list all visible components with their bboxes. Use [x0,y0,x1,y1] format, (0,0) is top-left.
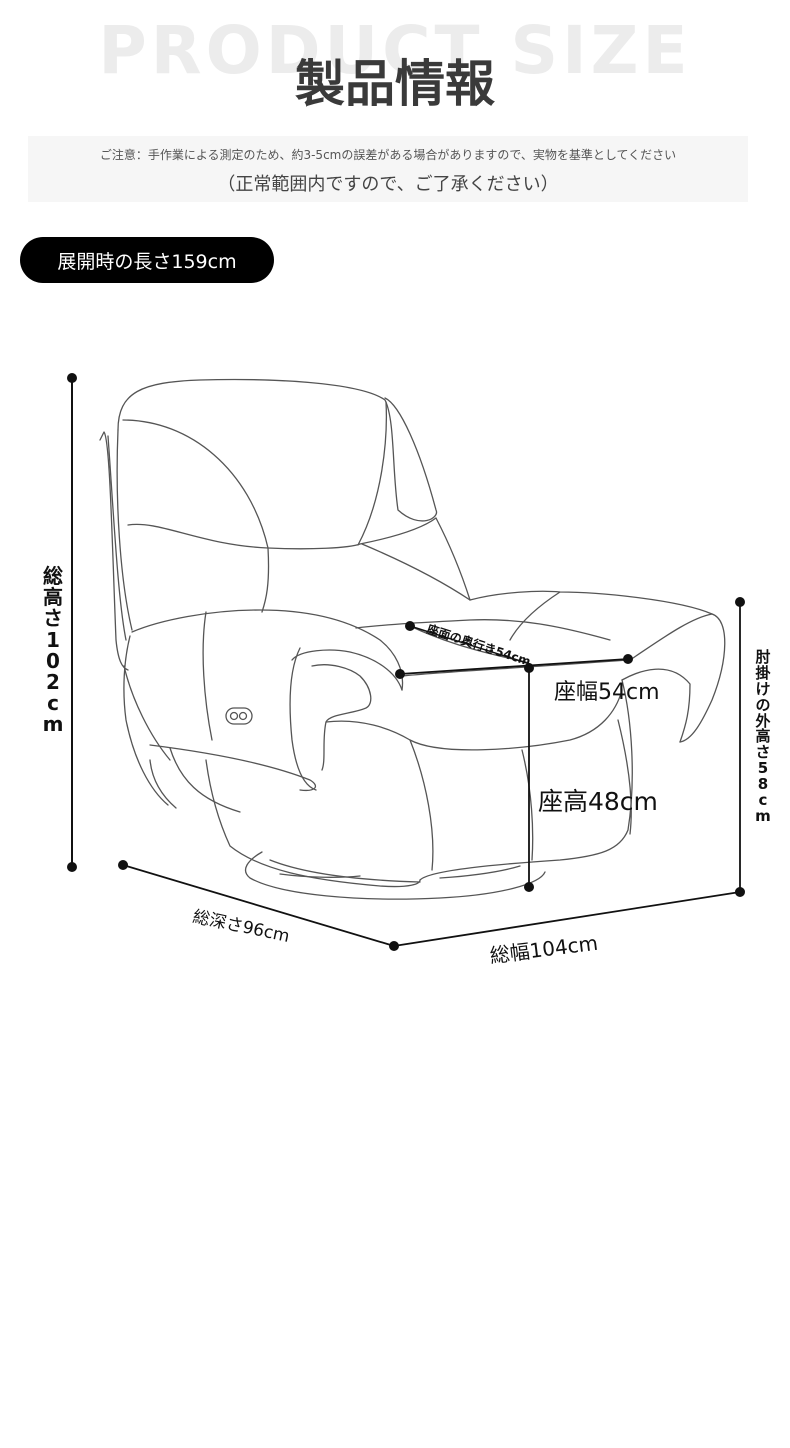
vertical-label-char: 高 [43,585,63,610]
seat-height-label: 座高48cm [538,787,658,816]
seat-width-line [399,658,629,675]
vertical-label-char: m [755,806,771,825]
vertical-label-char: 肘 [755,648,771,666]
vertical-label-char: 掛 [755,663,771,682]
vertical-label-char: の [755,695,771,714]
note-band [28,136,748,202]
vertical-label-char: 8 [757,775,769,794]
vertical-label-char: 外 [755,711,771,730]
recliner-outline [99,378,726,900]
dimension-lines [67,373,745,951]
vertical-label-char: 1 [46,627,60,652]
dimension-dot [405,621,415,631]
vertical-label-char: け [755,679,771,698]
vertical-label-char: さ [43,606,63,631]
vertical-label-char: c [758,791,768,810]
measurement-note-sub: （正常範囲内ですので、ご了承ください） [217,174,559,195]
dimension-dot [524,663,534,673]
measurement-note: ご注意：手作業による測定のため、約3-5cmの誤差がある場合がありますので、実物… [99,148,677,162]
dimension-dot [524,882,534,892]
background-title: PRODUCT SIZE [98,12,692,89]
page-title: 製品情報 [295,55,495,113]
dimension-dot [623,654,633,664]
vertical-label-char: 高 [755,727,771,746]
dimension-dot [67,373,77,383]
vertical-label-char: m [42,712,64,737]
dimension-dot [735,597,745,607]
vertical-label-char: さ [755,743,771,762]
total-width-line [393,891,741,947]
seat-width-label: 座幅54cm [554,680,660,705]
vertical-label-char: 2 [46,669,60,694]
vertical-label-char: 5 [757,759,769,778]
vertical-label-char: c [47,691,59,716]
total-depth-line [122,864,395,947]
extended-length-label: 展開時の長さ159cm [57,250,237,273]
dimension-dot [67,862,77,872]
dimension-dot [395,669,405,679]
seat-depth-line [409,625,531,665]
dimension-dot [118,860,128,870]
vertical-label-char: 総 [43,564,63,588]
vertical-label-char: 0 [46,648,60,673]
extended-length-badge: 展開時の長さ159cm [20,237,274,283]
